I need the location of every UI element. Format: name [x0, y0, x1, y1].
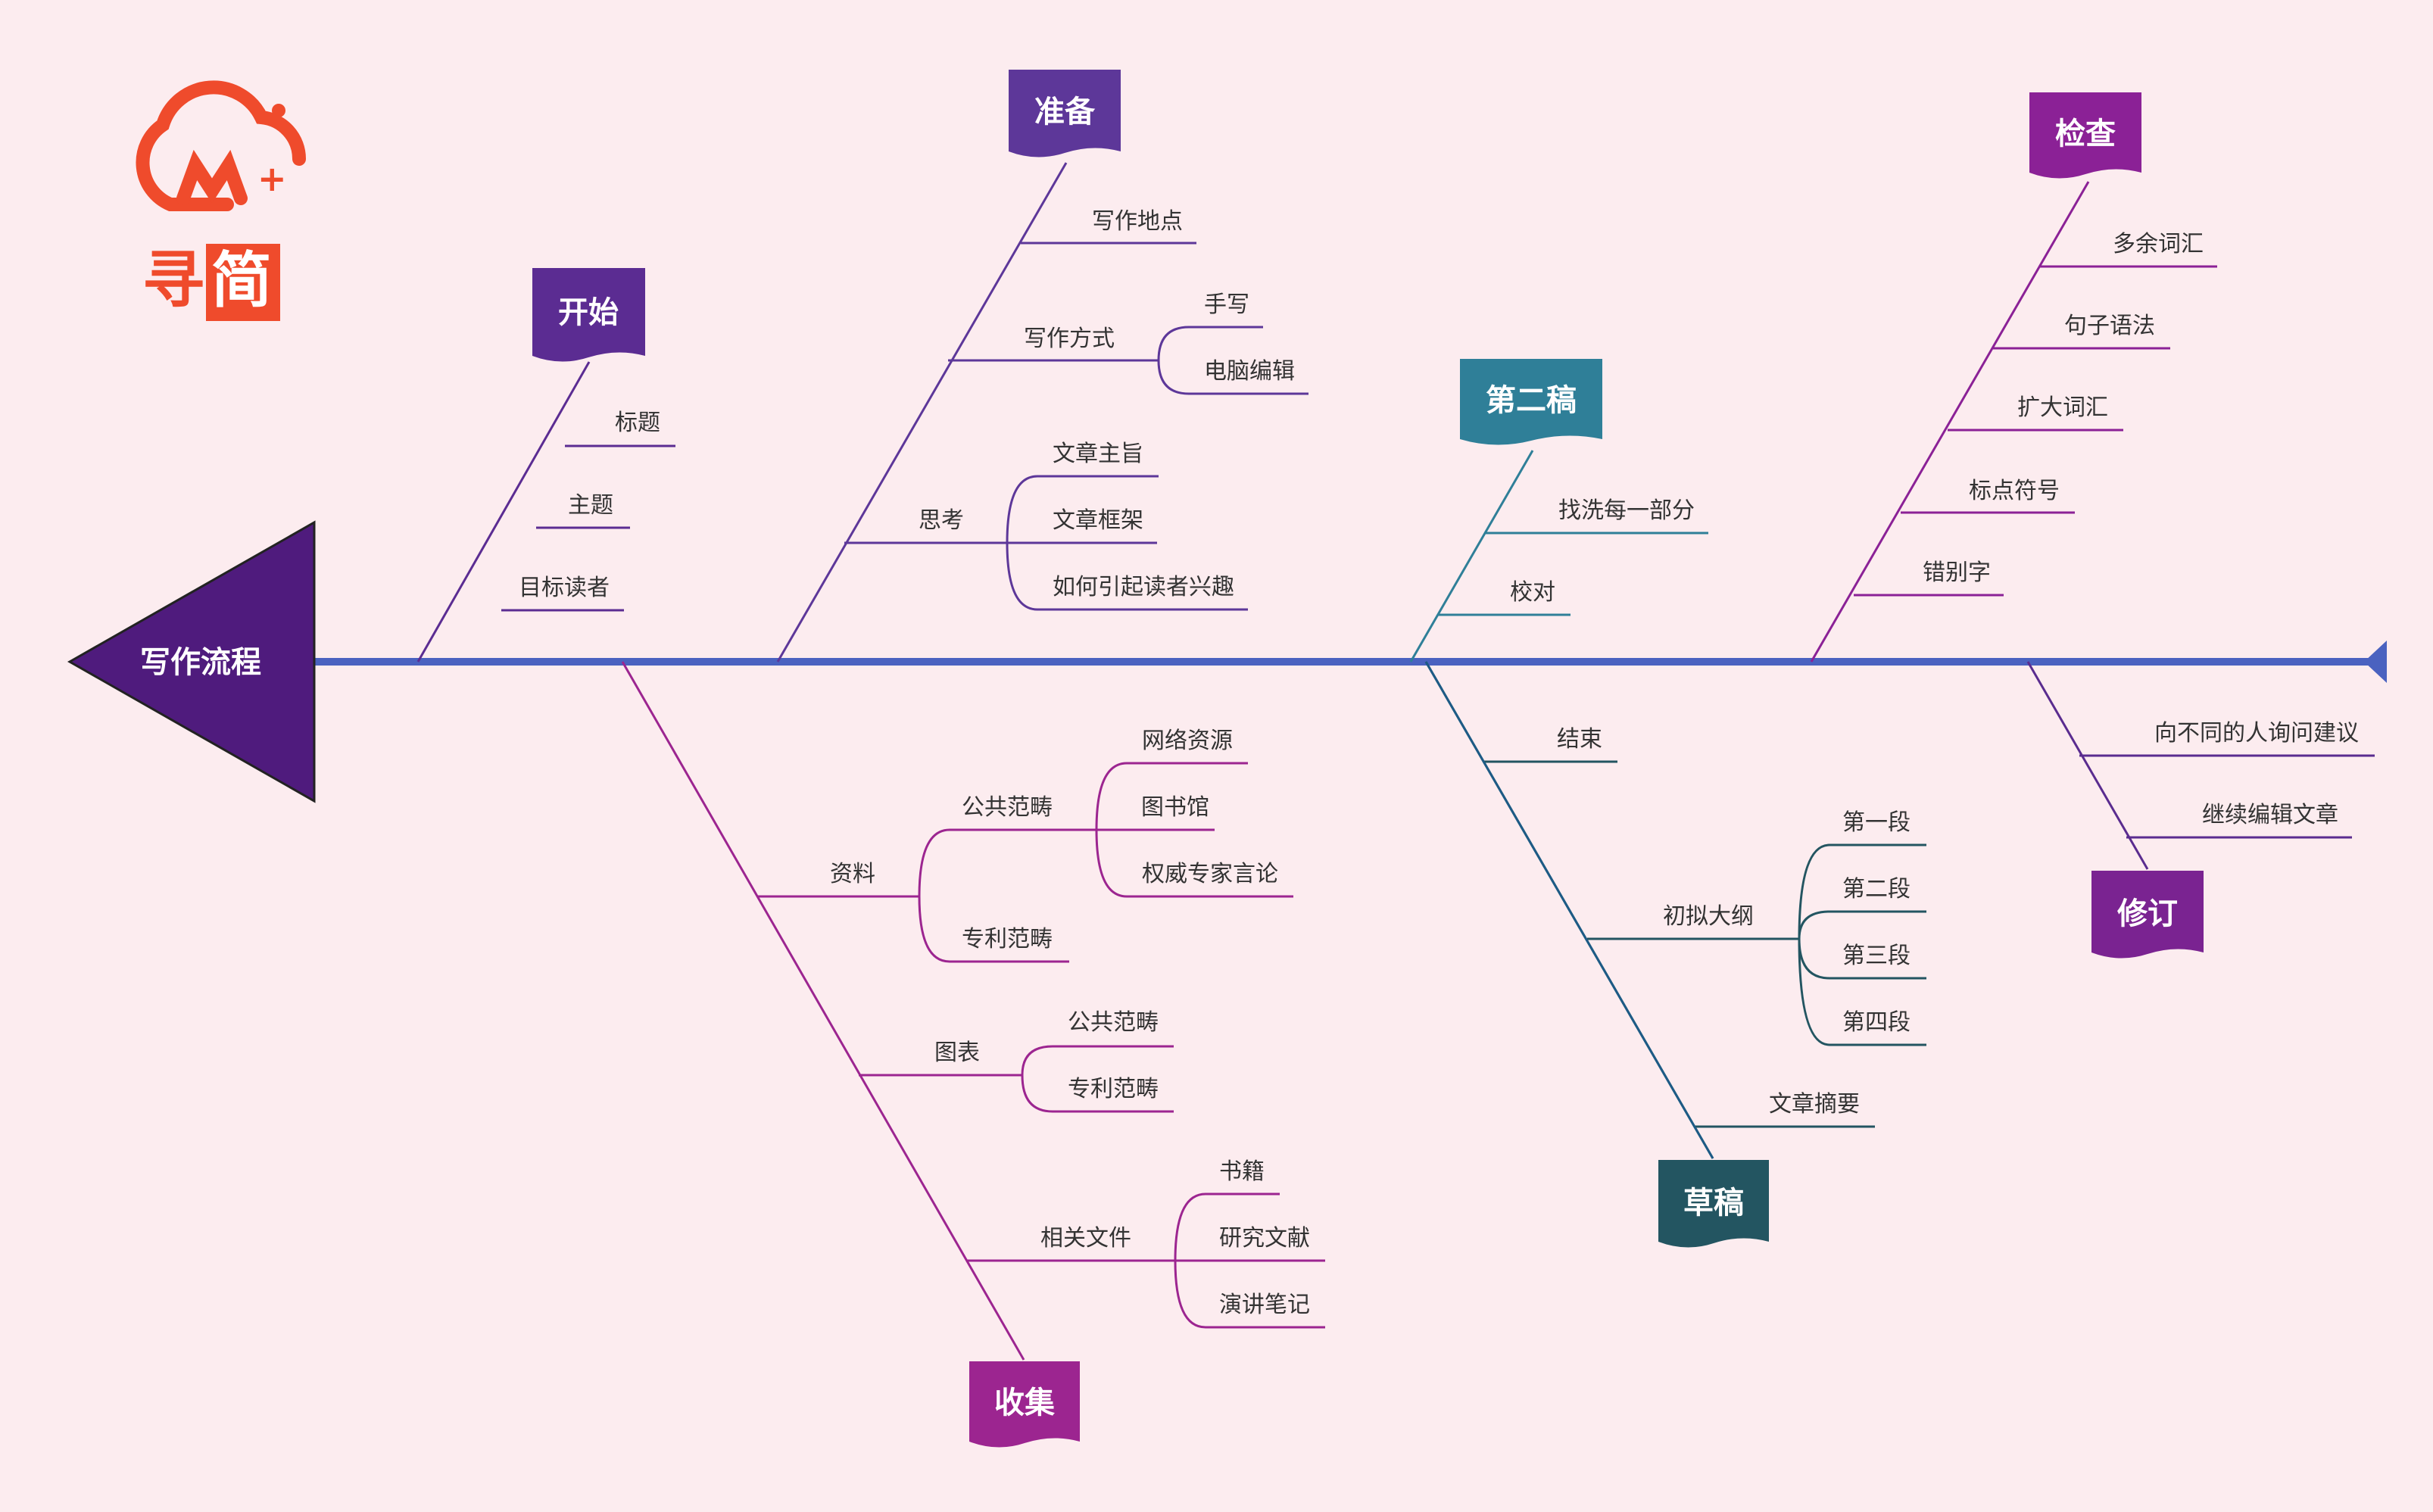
branch-check	[1810, 181, 2217, 662]
item-typos: 错别字	[1923, 560, 1991, 586]
item-title: 标题	[615, 410, 660, 436]
cloud-m-plus-icon	[136, 80, 307, 211]
logo: + 寻 简	[136, 80, 307, 321]
category-collect[interactable]: 收集	[969, 1361, 1080, 1448]
category-check-title: 检查	[2055, 117, 2116, 151]
item-main-idea: 文章主旨	[1053, 441, 1143, 467]
item-expert-opinions: 权威专家言论	[1142, 861, 1278, 887]
item-reader-interest: 如何引起读者兴趣	[1053, 574, 1234, 600]
item-redundant-words: 多余词汇	[2113, 231, 2204, 257]
item-punctuation: 标点符号	[1969, 478, 2060, 504]
category-collect-title: 收集	[994, 1386, 1055, 1420]
branch-collect	[621, 661, 1325, 1361]
item-public-domain: 公共范畴	[962, 794, 1053, 821]
category-prepare-title: 准备	[1034, 95, 1096, 129]
category-check[interactable]: 检查	[2029, 92, 2141, 179]
category-second-title: 第二稿	[1486, 383, 1577, 418]
category-start-title: 开始	[558, 295, 619, 330]
item-abstract: 文章摘要	[1769, 1091, 1860, 1118]
category-revise-title: 修订	[2117, 896, 2178, 931]
plus-icon: +	[257, 158, 287, 199]
item-materials: 资料	[830, 861, 875, 887]
category-draft[interactable]: 草稿	[1658, 1160, 1769, 1248]
item-target-reader: 目标读者	[519, 575, 610, 601]
dot-icon	[272, 104, 285, 117]
category-prepare[interactable]: 准备	[1009, 70, 1121, 157]
category-draft-title: 草稿	[1683, 1186, 1744, 1221]
item-books: 书籍	[1219, 1158, 1265, 1185]
head-label: 写作流程	[140, 645, 261, 680]
item-computer-editing: 电脑编辑	[1204, 358, 1295, 385]
branch-draft-color-overlay	[1424, 661, 1714, 1159]
item-sentence-grammar: 句子语法	[2064, 313, 2155, 339]
item-keep-editing: 继续编辑文章	[2202, 802, 2338, 828]
item-writing-place: 写作地点	[1092, 208, 1183, 235]
item-paragraph-2: 第二段	[1842, 876, 1911, 903]
item-framework: 文章框架	[1053, 507, 1143, 534]
logo-text-b: 简	[211, 245, 272, 316]
item-ending: 结束	[1557, 726, 1602, 753]
item-related-docs: 相关文件	[1040, 1225, 1131, 1252]
spine-tail-arrow	[2364, 641, 2387, 683]
item-paragraph-3: 第三段	[1842, 943, 1911, 969]
branch-revise	[2026, 661, 2375, 870]
item-proofread: 校对	[1510, 579, 1555, 606]
logo-text-a: 寻	[142, 245, 204, 316]
item-outline: 初拟大纲	[1663, 903, 1754, 930]
item-paragraph-4: 第四段	[1842, 1009, 1911, 1036]
branch-prepare	[776, 162, 1309, 662]
fish-head	[67, 520, 316, 803]
item-wash-each-part: 找洗每一部分	[1558, 497, 1695, 524]
branch-second	[1409, 450, 1708, 662]
item-speech-notes: 演讲笔记	[1219, 1292, 1310, 1318]
item-web-resources: 网络资源	[1142, 728, 1233, 754]
item-charts: 图表	[934, 1040, 980, 1066]
item-handwriting: 手写	[1204, 291, 1249, 318]
item-writing-method: 写作方式	[1024, 326, 1115, 352]
category-start[interactable]: 开始	[532, 268, 645, 362]
logo-box	[206, 244, 280, 321]
category-second[interactable]: 第二稿	[1460, 359, 1602, 445]
item-expand-vocabulary: 扩大词汇	[2017, 394, 2108, 421]
item-patent-domain: 专利范畴	[962, 926, 1053, 952]
item-theme: 主题	[568, 492, 613, 519]
branch-start	[416, 361, 675, 662]
item-charts-patent: 专利范畴	[1068, 1076, 1159, 1102]
item-library: 图书馆	[1141, 794, 1209, 821]
category-revise[interactable]: 修订	[2091, 871, 2204, 959]
item-research-papers: 研究文献	[1219, 1225, 1310, 1252]
item-ask-others: 向不同的人询问建议	[2154, 720, 2359, 747]
item-paragraph-1: 第一段	[1842, 809, 1911, 836]
item-thinking: 思考	[919, 507, 964, 534]
item-charts-public: 公共范畴	[1068, 1009, 1159, 1036]
